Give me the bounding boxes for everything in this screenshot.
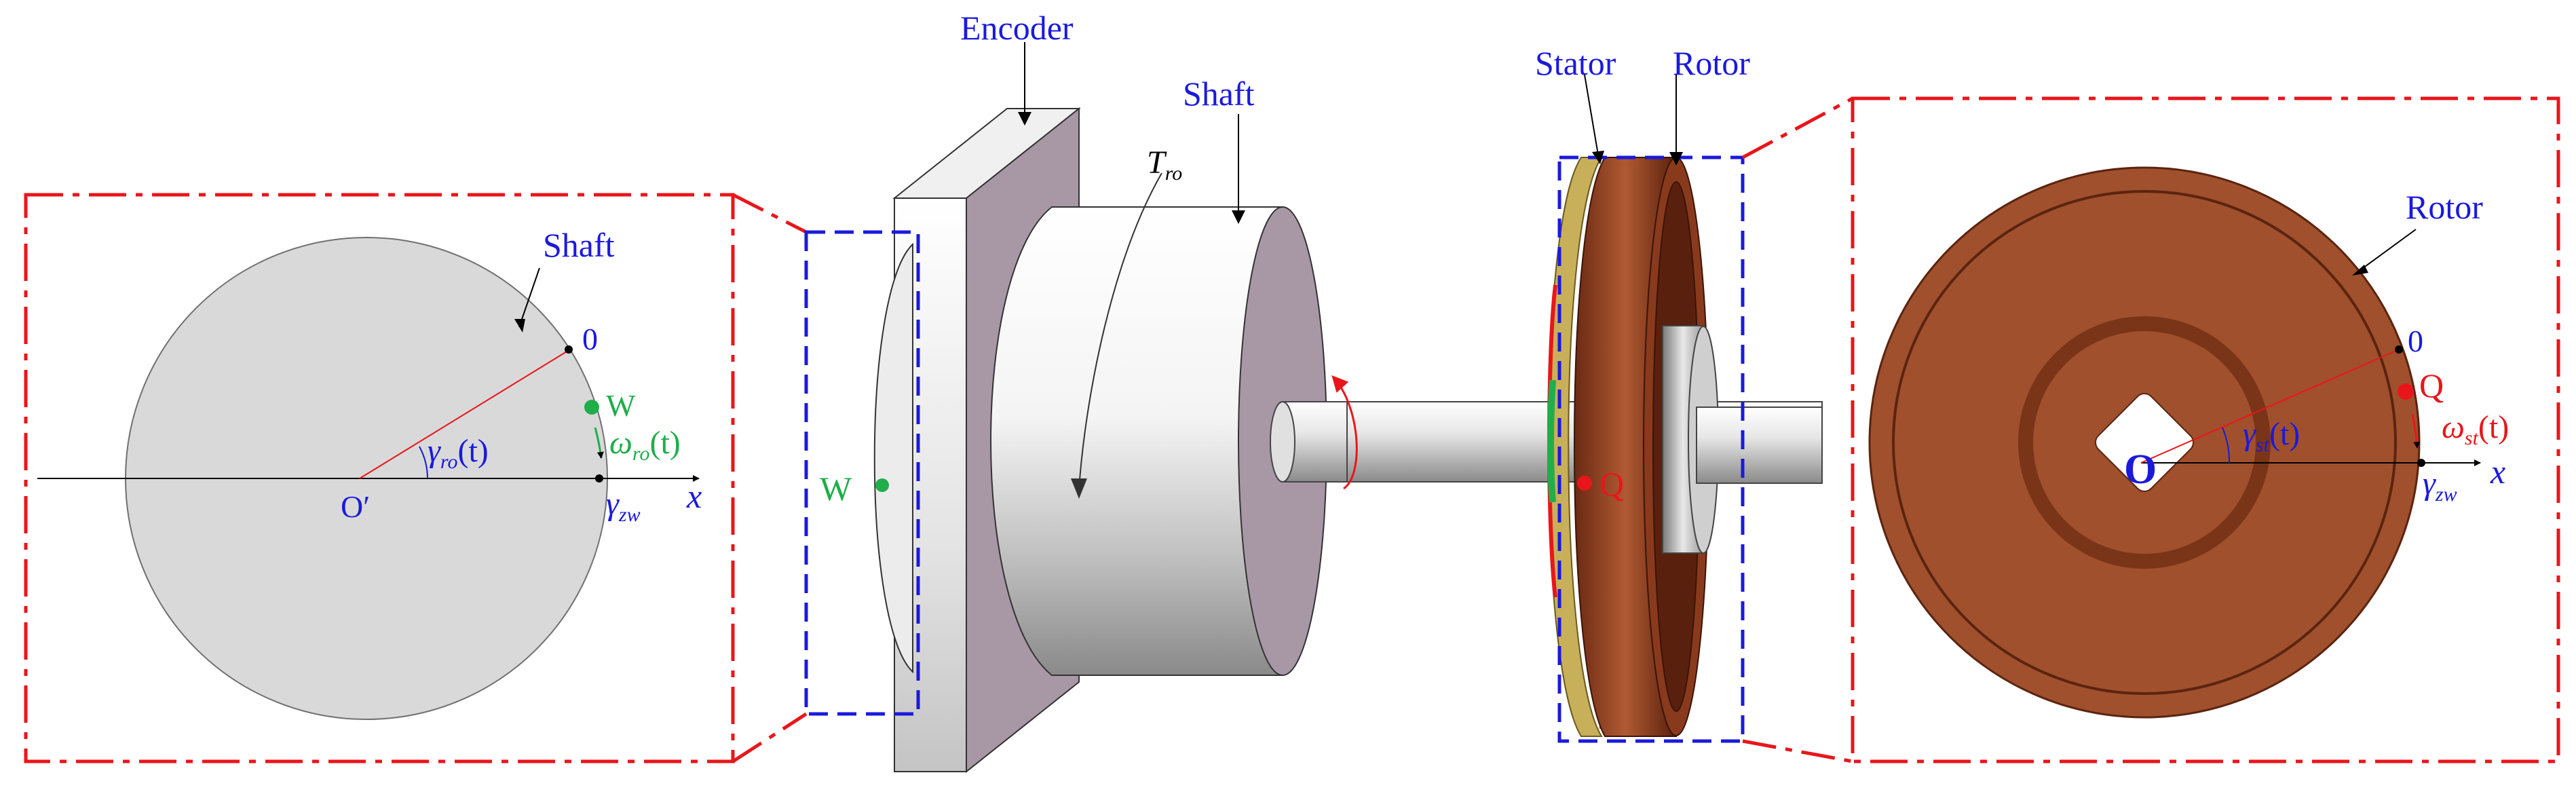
q-marker-right bbox=[2398, 383, 2414, 400]
encoder-label: Encoder bbox=[960, 9, 1074, 47]
encoder-pointer-head bbox=[1018, 112, 1031, 126]
zero-label-right: 0 bbox=[2408, 324, 2423, 358]
rotation-arrow bbox=[1331, 375, 1358, 490]
gamma-ro-label: γro(t) bbox=[428, 433, 489, 473]
encoder-cylinder-body bbox=[990, 206, 1283, 676]
gamma-zw-point-right bbox=[2417, 459, 2425, 467]
rotor-inner-ring bbox=[2018, 316, 2271, 569]
right-zoom-panel: Rotor 0 Q O γst(t) ωst(t) γzw x bbox=[1851, 96, 2560, 763]
rotor-square-hole bbox=[2095, 393, 2194, 492]
left-zoom-panel: Shaft 0 W O′ γro(t) ωro(t) γzw x bbox=[24, 193, 735, 763]
x-axis-label: x bbox=[686, 477, 702, 515]
w-marker-encoder bbox=[875, 478, 889, 492]
omega-arrow-right bbox=[2411, 413, 2421, 449]
torque-arrow-head bbox=[1071, 478, 1087, 499]
q-label-mid: Q bbox=[1599, 465, 1624, 503]
shaft-label: Shaft bbox=[543, 226, 615, 264]
rotor-pointer-head bbox=[2352, 265, 2368, 276]
omega-ro-label: ωro(t) bbox=[609, 425, 681, 465]
q-marker-mid bbox=[1577, 476, 1592, 491]
right-panel-frame bbox=[1851, 96, 2560, 763]
rotor-label-mid: Rotor bbox=[1673, 44, 1750, 82]
rotor-label-right: Rotor bbox=[2406, 188, 2483, 226]
stator-label: Stator bbox=[1535, 44, 1616, 82]
shaft-pointer-head bbox=[514, 319, 525, 333]
origin-label-right: O bbox=[2124, 447, 2157, 493]
shaft-pointer-mid-head bbox=[1232, 210, 1245, 224]
rotor-outer-ring bbox=[1892, 190, 2397, 695]
rotor-pointer bbox=[2360, 229, 2417, 271]
left-connector-bottom bbox=[732, 712, 808, 763]
angle-line-right bbox=[2140, 349, 2400, 464]
w-label-encoder: W bbox=[820, 470, 852, 508]
rotor-pointer-mid-head bbox=[1669, 152, 1683, 166]
angle-arc bbox=[419, 446, 428, 479]
shaft-pointer bbox=[518, 267, 540, 328]
x-axis-label-right: x bbox=[2490, 453, 2505, 491]
angle-line bbox=[359, 349, 571, 479]
right-connector-bottom bbox=[1742, 739, 1853, 763]
rotor-shaft bbox=[1696, 407, 1823, 484]
stator-rotor-assembly: Stator Rotor Q bbox=[1535, 44, 1823, 743]
encoder-disc bbox=[873, 242, 913, 674]
left-panel-frame bbox=[24, 193, 735, 763]
zero-point-right bbox=[2395, 345, 2403, 354]
angle-arc-right bbox=[2222, 427, 2231, 464]
shaft-rod-end bbox=[1270, 401, 1295, 483]
torque-arrow bbox=[1078, 172, 1162, 489]
gamma-zw-label-right: γzw bbox=[2423, 466, 2457, 506]
gamma-zw-point bbox=[595, 474, 603, 483]
encoder-detail-box bbox=[804, 230, 920, 716]
omega-st-label: ωst(t) bbox=[2442, 409, 2509, 449]
q-label-right: Q bbox=[2419, 366, 2444, 404]
rotor-detail-box bbox=[1557, 155, 1745, 743]
stator-green-edge bbox=[1547, 379, 1556, 503]
zero-label: 0 bbox=[582, 322, 598, 356]
stator-pointer bbox=[1584, 74, 1599, 155]
omega-arrow bbox=[594, 427, 604, 459]
shaft-label-mid: Shaft bbox=[1183, 75, 1255, 113]
gamma-st-label: γst(t) bbox=[2243, 416, 2300, 456]
right-connector-top bbox=[1741, 96, 1854, 159]
w-label: W bbox=[606, 388, 636, 423]
origin-label: O′ bbox=[341, 489, 370, 524]
torque-label: Tro bbox=[1147, 145, 1182, 185]
w-marker bbox=[584, 400, 599, 415]
zero-point bbox=[565, 345, 573, 354]
gamma-zw-label: γzw bbox=[606, 486, 641, 526]
stator-pointer-head bbox=[1592, 151, 1604, 164]
left-connector-top bbox=[732, 193, 808, 234]
